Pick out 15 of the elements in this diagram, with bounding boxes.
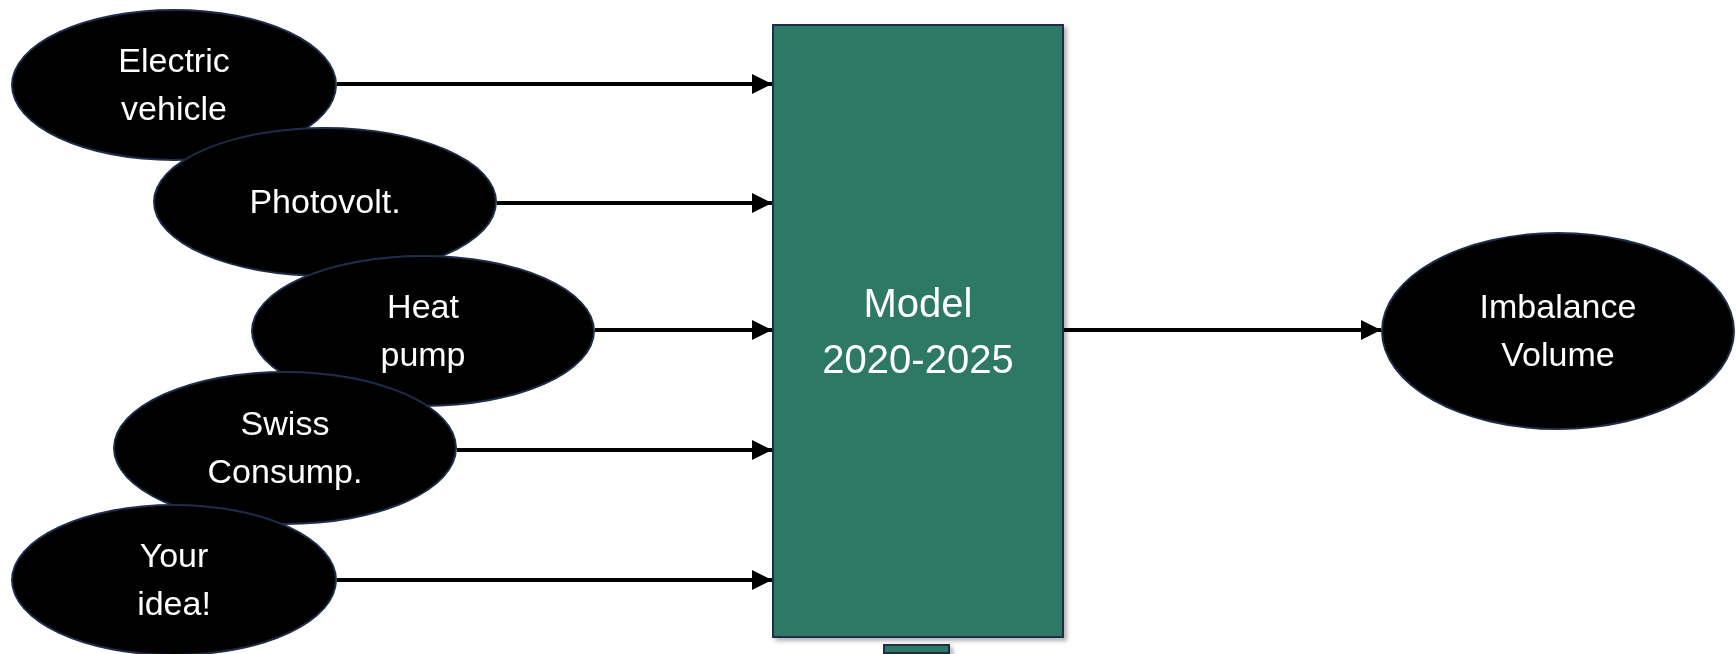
node-label: Model 2020-2025 xyxy=(821,280,1015,383)
arrow xyxy=(1064,320,1381,340)
node-label: Photovolt. xyxy=(249,181,401,223)
arrow xyxy=(456,440,772,460)
node-label: Swiss Consump. xyxy=(206,403,364,492)
node-label: Your idea! xyxy=(136,535,212,624)
node-label: Heat pump xyxy=(379,286,467,375)
arrow xyxy=(337,74,772,94)
arrow xyxy=(595,320,772,340)
node-label: Electric vehicle xyxy=(117,40,231,129)
node-label: Imbalance Volume xyxy=(1478,286,1638,375)
arrow xyxy=(337,570,772,590)
box xyxy=(883,644,950,654)
arrow xyxy=(497,193,772,213)
process-box xyxy=(772,24,1064,638)
